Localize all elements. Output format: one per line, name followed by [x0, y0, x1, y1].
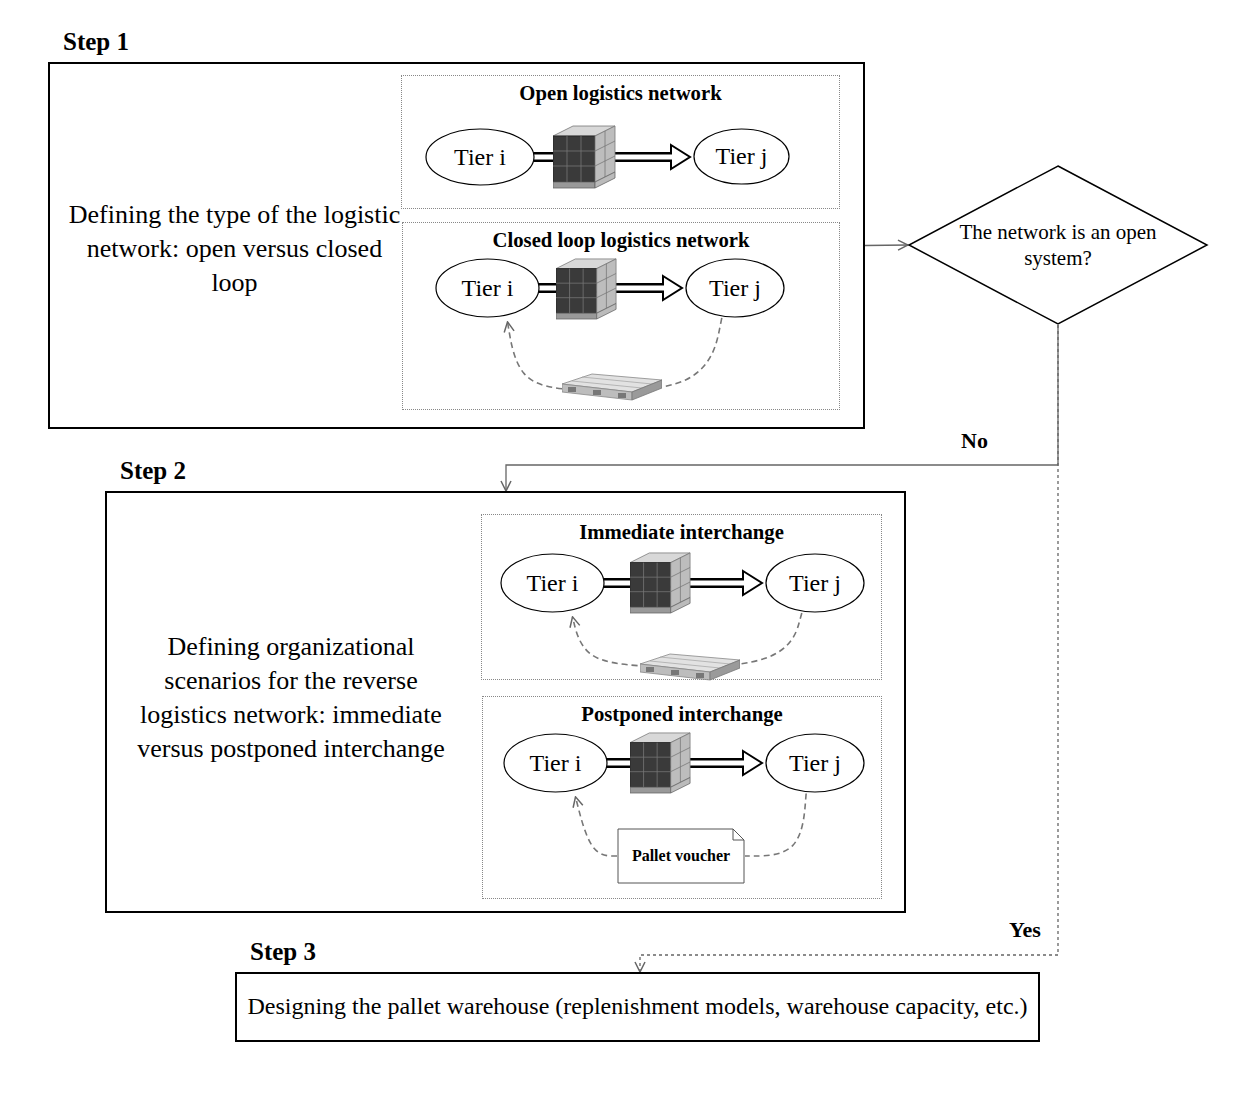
pallet-load-icon [630, 553, 690, 613]
network-panel: Open logistics networkTier i Tier j [401, 75, 840, 209]
tier-label: Tier j [789, 570, 841, 597]
pallet-load-icon [556, 259, 616, 319]
tier-ellipse: Tier i [503, 733, 608, 793]
empty-pallet-icon [640, 654, 740, 680]
tier-ellipse: Tier j [693, 128, 790, 185]
diamond-outline [908, 165, 1208, 325]
step-heading: Step 3 [250, 938, 316, 966]
tier-ellipse: Tier j [765, 733, 865, 793]
tier-label: Tier j [709, 275, 761, 302]
step-box: Step 3Designing the pallet warehouse (re… [235, 972, 1040, 1042]
tier-label: Tier i [454, 144, 506, 171]
tier-label: Tier i [530, 750, 582, 777]
pallet-load-icon [630, 733, 690, 793]
network-panel: Immediate interchangeTier i Tier j [481, 514, 882, 680]
step-heading: Step 1 [63, 28, 129, 56]
panel-title: Closed loop logistics network [403, 229, 839, 252]
tier-ellipse: Tier i [435, 258, 540, 318]
return-arrow [576, 797, 617, 856]
step-description: Defining organizational scenarios for th… [121, 563, 461, 833]
edge-label: Yes [1006, 917, 1044, 943]
network-panel: Postponed interchangeTier i Tier j Pallet … [482, 696, 882, 899]
tier-label: Tier j [789, 750, 841, 777]
decision-connector [506, 325, 1058, 491]
panel-title: Postponed interchange [483, 703, 881, 726]
tier-ellipse: Tier j [765, 553, 865, 613]
tier-ellipse: Tier j [685, 258, 785, 318]
tier-label: Tier j [716, 143, 768, 170]
tier-ellipse: Tier i [500, 553, 605, 613]
step-description: Defining the type of the logistic networ… [67, 104, 402, 394]
return-arrow [745, 794, 806, 856]
decision-text: The network is an open system? [943, 219, 1173, 272]
step-description: Designing the pallet warehouse (replenis… [237, 974, 1038, 1040]
panel-title: Open logistics network [402, 82, 839, 105]
tier-label: Tier i [462, 275, 514, 302]
edge-label: No [958, 428, 991, 454]
step-box: Step 2Defining organizational scenarios … [105, 491, 906, 913]
decision-diamond: The network is an open system? [908, 165, 1208, 325]
empty-pallet-icon [562, 374, 662, 400]
network-panel: Closed loop logistics networkTier i Tier … [402, 222, 840, 410]
tier-label: Tier i [527, 570, 579, 597]
voucher-note: Pallet voucher [617, 828, 745, 884]
pallet-load-icon [553, 126, 615, 188]
voucher-text: Pallet voucher [631, 846, 731, 865]
step-heading: Step 2 [120, 457, 186, 485]
tier-ellipse: Tier i [425, 128, 535, 186]
step-box: Step 1Defining the type of the logistic … [48, 62, 865, 429]
decision-connector [865, 245, 908, 247]
panel-title: Immediate interchange [482, 521, 881, 544]
